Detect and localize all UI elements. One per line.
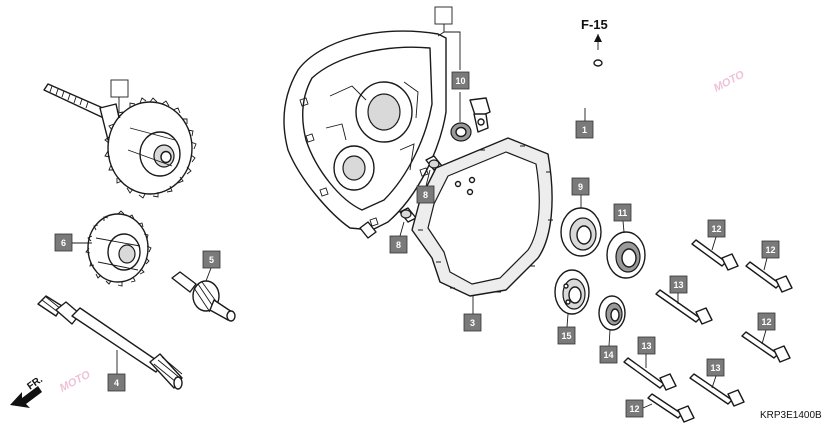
direction-reference: F-15	[581, 17, 608, 50]
cover-reference	[434, 6, 461, 70]
svg-text:10: 10	[455, 76, 465, 86]
part-countershaft-gear	[43, 79, 197, 199]
callout-8-lower: 8	[389, 235, 408, 254]
callout-13-b: 13	[637, 336, 656, 355]
part-bolt-13b	[623, 354, 677, 391]
part-pinion	[171, 271, 236, 322]
watermark-text: MOTO	[58, 368, 93, 394]
svg-text:12: 12	[711, 224, 721, 234]
svg-text:14: 14	[603, 350, 613, 360]
part-bolt-12d	[642, 393, 695, 423]
callout-9: 9	[571, 177, 590, 196]
svg-text:8: 8	[423, 190, 428, 200]
part-bolt-12c	[741, 329, 791, 363]
svg-text:12: 12	[765, 245, 775, 255]
svg-text:13: 13	[673, 280, 683, 290]
front-arrow-icon	[10, 386, 42, 408]
arrow-up-icon	[594, 34, 602, 42]
callout-12-a: 12	[707, 219, 726, 238]
watermark-bottom-left: MOTO	[58, 368, 93, 394]
callout-11: 11	[613, 203, 632, 222]
svg-text:1: 1	[582, 125, 587, 135]
callout-4: 4	[107, 373, 126, 392]
svg-text:8: 8	[396, 240, 401, 250]
part-oil-seal	[450, 92, 472, 142]
svg-text:5: 5	[209, 255, 214, 265]
part-bolt-13c	[689, 373, 745, 407]
countershaft-large-gear	[104, 97, 197, 199]
callout-6: 6	[54, 233, 73, 252]
part-breather-tube	[469, 59, 603, 133]
part-bolt-12b	[745, 257, 793, 293]
callout-10: 10	[451, 71, 470, 90]
part-bolt-13a	[655, 289, 713, 325]
callout-13-c: 13	[706, 358, 725, 377]
part-reference-box	[434, 6, 453, 25]
part-bearing-14	[598, 295, 626, 347]
part-gasket	[411, 137, 553, 314]
svg-text:6: 6	[61, 238, 66, 248]
part-transmission-cover	[283, 30, 447, 239]
svg-text:12: 12	[761, 317, 771, 327]
callout-1: 1	[575, 120, 594, 139]
svg-text:4: 4	[114, 378, 119, 388]
front-direction-indicator: FR.	[10, 374, 45, 408]
svg-text:12: 12	[629, 404, 639, 414]
callout-5: 5	[202, 250, 221, 269]
leader-5	[205, 267, 212, 282]
callout-12-b: 12	[761, 240, 780, 259]
callout-13-a: 13	[669, 275, 688, 294]
svg-text:15: 15	[561, 331, 571, 341]
svg-text:13: 13	[641, 341, 651, 351]
part-bearing-15	[554, 269, 590, 328]
part-bolt-12a	[691, 236, 739, 271]
part-final-shaft	[37, 295, 183, 390]
svg-text:13: 13	[710, 363, 720, 373]
svg-text:9: 9	[578, 182, 583, 192]
catalog-code: KRP3E1400B	[760, 410, 822, 421]
front-label: FR.	[25, 374, 45, 392]
watermark-text: MOTO	[712, 68, 747, 94]
svg-text:3: 3	[470, 318, 475, 328]
callout-15: 15	[557, 326, 576, 345]
part-bearing-9	[560, 195, 602, 257]
direction-label: F-15	[581, 17, 608, 32]
svg-text:11: 11	[618, 208, 628, 218]
part-final-gear	[85, 210, 152, 287]
callout-14: 14	[599, 345, 618, 364]
callout-12-c: 12	[757, 312, 776, 331]
part-bearing-11	[606, 220, 646, 279]
callout-8-upper: 8	[416, 185, 435, 204]
callout-12-d: 12	[625, 399, 644, 418]
part-reference-box	[110, 79, 129, 98]
watermark-top-right: MOTO	[712, 68, 747, 94]
callout-3: 3	[463, 313, 482, 332]
